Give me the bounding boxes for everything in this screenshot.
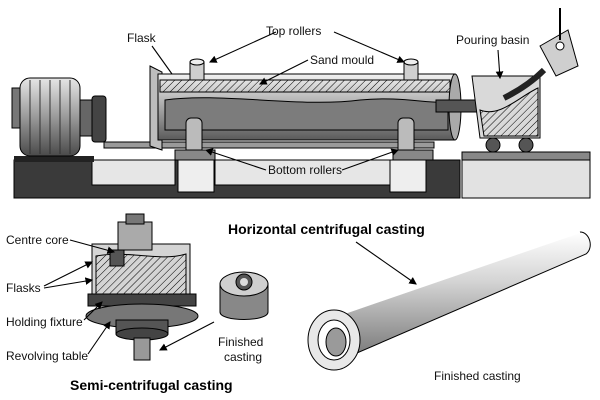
label-centre-core: Centre core xyxy=(6,233,69,247)
label-revolving-table: Revolving table xyxy=(6,349,88,363)
sand-mould-layer xyxy=(159,79,451,93)
holding-fixture xyxy=(87,293,197,307)
semi-centrifugal-machine xyxy=(85,213,199,361)
semi-centrifugal-title: Semi-centrifugal casting xyxy=(70,377,233,393)
finished-pipe xyxy=(307,231,591,371)
pouring-basin-cart xyxy=(461,75,591,199)
finished-casting-semi: Finished casting xyxy=(159,271,269,364)
label-top-rollers: Top rollers xyxy=(266,24,321,38)
centre-core xyxy=(117,221,153,251)
label-flask: Flask xyxy=(127,31,157,45)
ladle xyxy=(502,8,579,101)
label-finished-casting-line1: Finished xyxy=(218,335,263,349)
label-finished-casting-pipe: Finished casting xyxy=(434,369,521,383)
motor xyxy=(11,77,107,157)
drive-shaft xyxy=(103,141,435,149)
top-roller-left xyxy=(189,58,205,81)
horizontal-machine xyxy=(11,8,591,199)
label-sand-mould: Sand mould xyxy=(310,53,374,67)
semi-labels: Centre core Flasks Holding fixture Revol… xyxy=(6,233,233,393)
horizontal-centrifugal-title: Horizontal centrifugal casting xyxy=(228,221,425,237)
flask-cylinder xyxy=(157,73,462,141)
label-flasks: Flasks xyxy=(6,281,41,295)
label-pouring-basin: Pouring basin xyxy=(456,33,529,47)
horizontal-labels: Flask Top rollers Sand mould Pouring bas… xyxy=(127,24,529,177)
label-finished-casting-line2: casting xyxy=(224,350,262,364)
label-holding-fixture: Holding fixture xyxy=(6,315,83,329)
label-bottom-rollers: Bottom rollers xyxy=(268,163,342,177)
top-roller-right xyxy=(403,58,419,81)
